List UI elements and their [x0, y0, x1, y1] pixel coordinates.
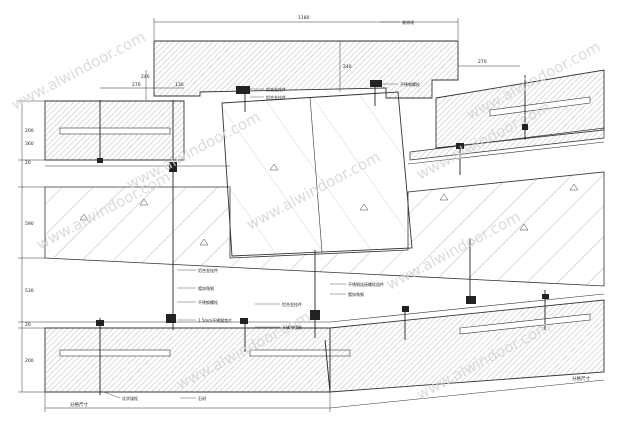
top-coping: [153, 40, 459, 99]
label-mid-b: 镀锌角钢: [198, 285, 214, 291]
label-right-b: 镀锌角钢: [348, 291, 364, 297]
label-mid-f: 不锈钢螺栓: [282, 324, 302, 330]
dim-left-v7: 200: [25, 358, 34, 364]
dim-left-v6: 20: [25, 322, 31, 328]
label-top-b: 铝合金挂件: [266, 94, 286, 100]
anchors: [99, 75, 546, 395]
dim-left-v4: 590: [25, 221, 34, 227]
dim-left-v3: 20: [25, 160, 31, 166]
label-mid-c: 不锈钢螺栓: [198, 299, 218, 305]
label-right-a: 不锈钢连接螺栓组件: [348, 281, 384, 287]
dim-top-width: 1180: [298, 15, 310, 21]
dim-right-ear: 270: [478, 59, 487, 65]
dim-left-offset: 130: [175, 82, 184, 88]
label-mid-d: 1.5mm不锈钢垫片: [198, 317, 232, 323]
right-mid-band: [409, 127, 605, 161]
label-bottom-a: 化学锚栓: [122, 395, 138, 401]
dim-right-240: 240: [343, 64, 352, 70]
stone-panel: [221, 91, 413, 257]
label-mid-a: 铝合金挂件: [198, 267, 218, 273]
label-top-right: 装饰线: [402, 19, 414, 25]
dim-bottom-right: 分格尺寸: [572, 375, 590, 382]
label-mid-e: 铝合金挂件: [282, 301, 302, 307]
dim-bottom-left: 分格尺寸: [70, 401, 88, 408]
dim-left-ear: 270: [132, 82, 141, 88]
label-bottom-b: 石材: [198, 395, 206, 401]
dim-left-v2: 360: [25, 141, 34, 147]
dim-left-240: 240: [141, 74, 150, 80]
dim-left-v1: 200: [25, 128, 34, 134]
dim-left-v5: 530: [25, 288, 34, 294]
label-top-right2: 不锈钢螺栓: [400, 81, 420, 87]
brackets: [96, 80, 549, 326]
label-top-a: 铝合金挂件: [266, 86, 286, 92]
